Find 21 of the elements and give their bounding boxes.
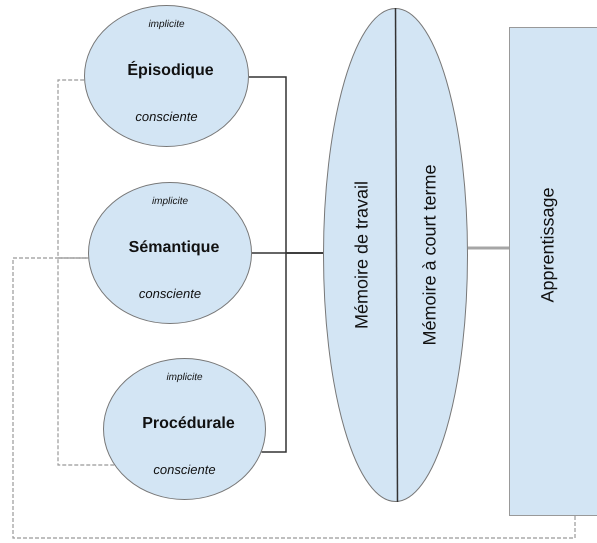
memory-type-label: Procédurale — [142, 415, 235, 433]
qualifier-label: implicite — [148, 19, 185, 30]
dashed-connector — [12, 257, 576, 539]
ellipse-node — [103, 358, 266, 500]
ellipse-node — [88, 182, 252, 324]
qualifier-label: implicite — [152, 196, 188, 207]
dashed-connector — [57, 257, 114, 466]
ellipse-label: Mémoire à court terme — [420, 164, 441, 346]
qualifier-label: consciente — [153, 462, 216, 477]
connector — [468, 246, 509, 250]
qualifier-label: consciente — [135, 109, 198, 124]
qualifier-label: consciente — [138, 286, 202, 301]
box-label: Apprentissage — [538, 186, 558, 302]
rectangle-box — [509, 27, 597, 516]
ellipse-node — [84, 5, 249, 147]
connector — [262, 252, 323, 453]
memory-type-label: Épisodique — [127, 62, 214, 80]
split-ellipse — [323, 8, 468, 502]
memory-type-label: Sémantique — [128, 239, 220, 257]
ellipse-label: Mémoire de travail — [352, 180, 373, 330]
qualifier-label: implicite — [166, 372, 203, 383]
